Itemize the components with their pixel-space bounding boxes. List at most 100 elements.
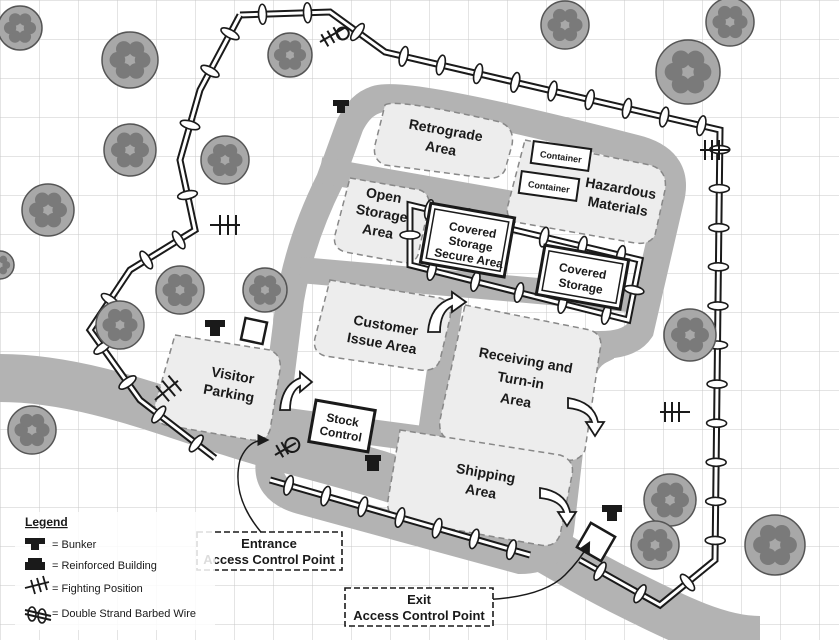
traffic-arrows [279,290,606,528]
tree-texture [653,547,668,562]
retrograde-area [373,102,514,180]
arrow-icon [427,290,468,333]
exit-acp-label: Access Control Point [353,608,485,623]
wire-loop [320,485,332,507]
tree-texture [688,317,704,333]
stock-control-building [307,398,377,454]
tree-icon [663,308,717,362]
tree-texture [552,8,567,23]
fighting-position-icon [700,140,730,160]
wire-loop [188,434,204,453]
tree-texture [253,275,267,288]
container-top [529,139,593,173]
wire-loop [704,496,727,507]
entrance-label: Entrance [241,536,297,551]
container-bottom [517,169,581,203]
wire-loop [468,528,480,550]
arrow-icon [567,396,606,438]
exit-label: Exit [407,592,432,607]
wire-loop [472,63,484,85]
tree-texture [563,9,578,23]
tree-texture [34,192,50,208]
tree-texture [128,132,144,148]
tree-texture [728,6,743,20]
wire-loop [220,27,240,41]
tree-texture [668,482,684,498]
tree-icon [744,514,806,576]
tree-texture [676,317,692,333]
retrograde-label-2: Area [424,137,458,158]
tree-texture [263,292,277,305]
tree-texture [288,57,302,70]
legend: Legend = Bunker = Reinforced Building = … [15,512,215,630]
tree-texture [128,63,145,79]
tree-icon [200,135,250,185]
wire-loop [357,496,369,518]
open-storage-label-1: Open [365,184,403,206]
legend-item-wire: = Double Strand Barbed Wire [52,608,196,620]
barbed-wire-icon [24,606,52,624]
wire-loop [658,106,670,128]
tree-texture [128,41,145,58]
tree-icon [655,39,721,105]
tree-texture [178,274,193,288]
stock-control-label-1: Stock [325,410,360,430]
wire-loop [509,71,521,93]
legend-item-fighting: = Fighting Position [52,583,143,595]
wire-loop [679,573,696,592]
tree-texture [671,50,690,69]
receiving-label-3: Area [499,389,533,410]
tree-texture [656,482,672,498]
legend-title: Legend [25,515,68,529]
tree-icon [630,520,680,570]
wire-loop [505,539,517,561]
shipping-label-2: Area [464,480,498,501]
wire-loop [257,3,268,26]
tree-texture [30,414,45,428]
tree-texture [717,5,732,20]
tree-texture [686,50,705,69]
wire-loop [435,54,447,76]
wire-loop [151,405,167,424]
covered-storage-secure-building [418,201,517,279]
wire-loop [708,183,731,194]
tree-texture [686,75,705,94]
tree-texture [118,327,133,342]
tree-icon [155,265,205,315]
wire-loop [513,281,525,304]
wire-loop [707,301,729,311]
tree-texture [18,13,32,26]
wire-loop [176,189,199,201]
containers: Container Container [517,139,593,203]
tree-texture [773,525,791,542]
wire-loop [171,230,186,250]
tree-texture [728,24,743,39]
bunker-icon [25,538,45,550]
bunker-icon [205,320,225,336]
fighting-position-icon [660,402,690,422]
fighting-position-icon [24,575,50,595]
wire-loop [139,250,154,270]
fighting-position-icon [319,26,350,47]
tree-icon [242,267,288,313]
wire-loop [179,119,201,131]
acp-leader-lines [237,434,591,601]
tree-texture [212,143,227,158]
tree-texture [8,13,22,26]
arrow-icon [279,370,314,411]
tree-texture [563,27,578,42]
tree-texture [0,268,1,273]
tree-texture [18,30,32,43]
fighting-positions [154,26,730,458]
tree-texture [642,528,657,543]
bunker-icon [602,505,622,521]
tree-icon [21,183,75,237]
tree-texture [278,40,292,53]
wire-loop [547,80,558,102]
tree-icon [7,405,57,455]
tree-texture [19,413,34,428]
tree-texture [128,152,144,168]
wire-loop [707,262,730,272]
visitor-parking-label-1: Visitor [210,363,256,386]
